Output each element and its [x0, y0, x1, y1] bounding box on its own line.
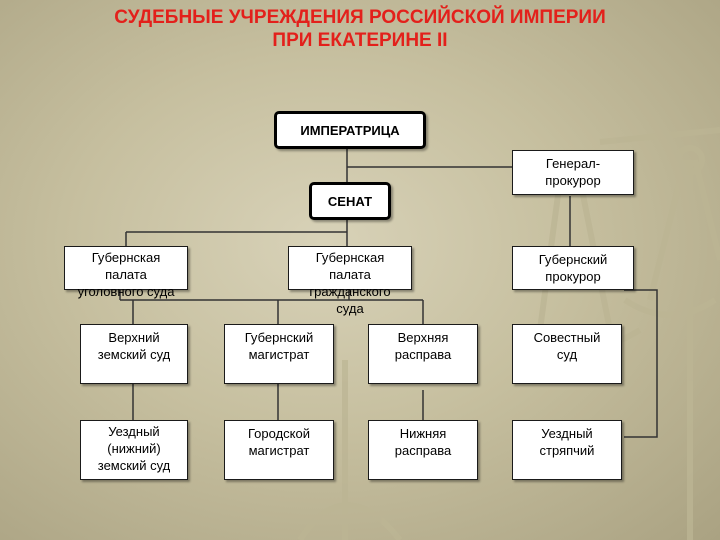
node-conscience-court: Совестный суд [512, 324, 622, 384]
title-line-2: ПРИ ЕКАТЕРИНЕ II [272, 30, 448, 51]
node-lower-zemsky-court: Уездный (нижний) земский суд [80, 420, 188, 480]
node-senate: СЕНАТ [309, 182, 391, 220]
node-procurator-general-label: Генерал-прокурор [545, 156, 601, 188]
node-chamber-civil-label: Губернская палата гражданского суда [309, 250, 391, 316]
node-empress-label: ИМПЕРАТРИЦА [300, 122, 400, 138]
node-upper-rasprava: Верхняя расправа [368, 324, 478, 384]
diagram-title: СУДЕБНЫЕ УЧРЕЖДЕНИЯ РОССИЙСКОЙ ИМПЕРИИ П… [0, 6, 720, 52]
node-upper-rasprava-label: Верхняя расправа [394, 330, 452, 362]
node-chamber-criminal-label: Губернская палата уголовного суда [77, 250, 175, 299]
node-procurator-general: Генерал-прокурор [512, 150, 634, 195]
node-district-solicitor: Уездный стряпчий [512, 420, 622, 480]
node-empress: ИМПЕРАТРИЦА [274, 111, 426, 149]
node-city-magistrate-label: Городской магистрат [248, 426, 310, 458]
node-provincial-magistrate: Губернский магистрат [224, 324, 334, 384]
node-lower-rasprava-label: Нижняя расправа [394, 426, 452, 458]
node-provincial-procurator-label: Губернский прокурор [538, 252, 608, 284]
node-upper-zemsky-court: Верхний земский суд [80, 324, 188, 384]
node-chamber-civil: Губернская палата гражданского суда [288, 246, 412, 316]
node-conscience-court-label: Совестный суд [533, 330, 601, 362]
node-city-magistrate: Городской магистрат [224, 420, 334, 480]
node-senate-label: СЕНАТ [327, 193, 373, 209]
title-line-1: СУДЕБНЫЕ УЧРЕЖДЕНИЯ РОССИЙСКОЙ ИМПЕРИИ [114, 7, 606, 28]
node-provincial-procurator: Губернский прокурор [512, 246, 634, 290]
node-lower-rasprava: Нижняя расправа [368, 420, 478, 480]
node-provincial-magistrate-label: Губернский магистрат [244, 330, 314, 362]
node-district-solicitor-label: Уездный стряпчий [539, 426, 595, 458]
node-upper-zemsky-court-label: Верхний земский суд [97, 330, 171, 362]
node-chamber-criminal: Губернская палата уголовного суда [64, 246, 188, 299]
node-lower-zemsky-court-label: Уездный (нижний) земский суд [97, 424, 171, 473]
connector-procurator-solicitor [624, 289, 658, 438]
